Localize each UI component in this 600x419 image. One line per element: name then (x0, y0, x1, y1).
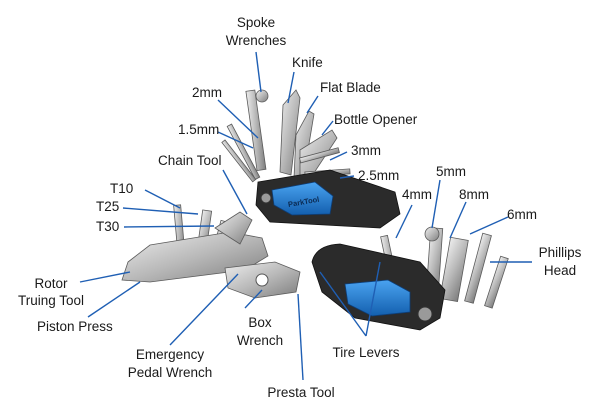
label-4mm: 4mm (402, 187, 432, 202)
right-multitool (311, 226, 509, 331)
hex-3mm (298, 147, 340, 164)
hex-5mm-end (424, 226, 440, 242)
callout-labels: Spoke Wrenches Knife Flat Blade Bottle O… (18, 15, 582, 400)
label-2-5mm: 2.5mm (358, 168, 399, 183)
label-box: Box (248, 315, 272, 330)
label-8mm: 8mm (459, 187, 489, 202)
label-flat-blade: Flat Blade (320, 80, 381, 95)
label-head: Head (544, 263, 576, 278)
label-wrenches: Wrenches (226, 33, 287, 48)
label-1-5mm: 1.5mm (178, 122, 219, 137)
label-t25: T25 (96, 199, 119, 214)
hex-2mm (226, 123, 261, 180)
hex-8mm (439, 236, 469, 302)
upper-pivot-bolt (260, 192, 272, 204)
label-truing-tool: Truing Tool (18, 293, 84, 308)
label-phillips: Phillips (539, 245, 582, 260)
label-2mm: 2mm (192, 85, 222, 100)
knife-blade (279, 89, 301, 176)
label-t10: T10 (110, 181, 133, 196)
label-chain-tool: Chain Tool (158, 153, 222, 168)
label-piston-press: Piston Press (37, 319, 113, 334)
hex-6mm (464, 232, 492, 304)
label-rotor: Rotor (34, 276, 68, 291)
label-3mm: 3mm (351, 143, 381, 158)
upper-body-blue-panel (271, 181, 334, 216)
right-body-blue-panel (344, 279, 411, 317)
label-wrench: Wrench (237, 333, 283, 348)
label-6mm: 6mm (507, 207, 537, 222)
label-t30: T30 (96, 219, 119, 234)
leader-lines (79, 51, 532, 381)
upper-multitool: ParkTool (221, 89, 401, 229)
hex-1-5mm (221, 139, 257, 183)
label-pedal-wrench: Pedal Wrench (128, 365, 213, 380)
right-pivot-bolt (417, 306, 433, 322)
label-spoke: Spoke (237, 15, 275, 30)
phillips-bit (484, 255, 509, 309)
label-bottle-opener: Bottle Opener (334, 112, 418, 127)
label-emergency: Emergency (136, 347, 205, 362)
chain-tool-pin (214, 211, 253, 245)
label-knife: Knife (292, 55, 323, 70)
label-presta-tool: Presta Tool (267, 385, 334, 400)
spoke-wrench-head (255, 89, 269, 103)
box-wrench-hole (255, 273, 269, 287)
label-tire-levers: Tire Levers (332, 345, 399, 360)
chain-tool-assembly (121, 204, 301, 299)
label-5mm: 5mm (436, 164, 466, 179)
